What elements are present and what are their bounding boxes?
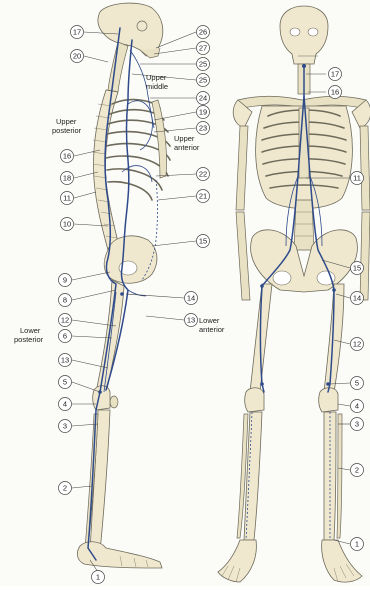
svg-text:16: 16 <box>63 152 71 161</box>
callout-26: 26 <box>197 26 210 39</box>
svg-text:19: 19 <box>199 108 207 117</box>
anterior-skeleton <box>218 6 370 582</box>
callout-9: 9 <box>59 274 72 287</box>
callout-4-anterior: 4 <box>351 400 364 413</box>
label-upper-posterior-line1: Upper <box>56 117 77 126</box>
label-lower-anterior-line1: Lower <box>199 316 220 325</box>
svg-text:5: 5 <box>355 379 359 388</box>
callout-24: 24 <box>197 92 210 105</box>
label-upper-middle-line1: Upper <box>146 73 167 82</box>
callout-27: 27 <box>197 42 210 55</box>
callout-25-a: 25 <box>197 58 210 71</box>
callout-23: 23 <box>197 122 210 135</box>
svg-text:25: 25 <box>199 60 207 69</box>
callout-3-lateral: 3 <box>59 420 72 433</box>
svg-text:4: 4 <box>355 402 359 411</box>
callout-4-lateral: 4 <box>59 398 72 411</box>
callout-16-lateral: 16 <box>61 150 74 163</box>
label-lower-posterior-line2: posterior <box>14 335 44 344</box>
callout-25-b: 25 <box>197 74 210 87</box>
callout-20: 20 <box>71 50 84 63</box>
svg-text:26: 26 <box>199 28 207 37</box>
svg-text:4: 4 <box>63 400 67 409</box>
callout-22: 22 <box>197 168 210 181</box>
callout-12-anterior: 12 <box>351 338 364 351</box>
callout-2-lateral: 2 <box>59 482 72 495</box>
callout-13-a: 13 <box>185 314 198 327</box>
callout-14-lateral: 14 <box>185 292 198 305</box>
svg-text:14: 14 <box>187 294 195 303</box>
svg-text:3: 3 <box>355 420 359 429</box>
svg-text:6: 6 <box>63 332 67 341</box>
callout-14-anterior: 14 <box>351 292 364 305</box>
svg-text:8: 8 <box>63 296 67 305</box>
callout-15-lateral: 15 <box>197 235 210 248</box>
label-upper-anterior-line2: anterior <box>174 143 200 152</box>
svg-text:11: 11 <box>63 194 71 203</box>
label-upper-middle-line2: middle <box>146 82 168 91</box>
callout-12-lateral: 12 <box>59 314 72 327</box>
svg-text:9: 9 <box>63 276 67 285</box>
callout-1-lateral: 1 <box>92 571 105 584</box>
callout-5-anterior: 5 <box>351 377 364 390</box>
svg-text:13: 13 <box>61 356 69 365</box>
callout-2-anterior: 2 <box>351 464 364 477</box>
callout-11-lateral: 11 <box>61 192 74 205</box>
callout-18: 18 <box>61 172 74 185</box>
label-upper-posterior-line2: posterior <box>52 126 82 135</box>
svg-text:16: 16 <box>331 88 339 97</box>
svg-text:18: 18 <box>63 174 71 183</box>
svg-text:2: 2 <box>63 484 67 493</box>
callout-17-lateral: 17 <box>71 26 84 39</box>
label-upper-anterior-line1: Upper <box>174 134 195 143</box>
svg-text:23: 23 <box>199 124 207 133</box>
callout-10: 10 <box>61 218 74 231</box>
callout-19: 19 <box>197 106 210 119</box>
svg-text:17: 17 <box>73 28 81 37</box>
svg-text:2: 2 <box>355 466 359 475</box>
label-lower-anterior-line2: anterior <box>199 325 225 334</box>
svg-text:21: 21 <box>199 192 207 201</box>
callout-17-anterior: 17 <box>329 68 342 81</box>
callout-3-anterior: 3 <box>351 418 364 431</box>
svg-text:10: 10 <box>63 220 71 229</box>
callout-6: 6 <box>59 330 72 343</box>
svg-text:5: 5 <box>63 378 67 387</box>
svg-text:15: 15 <box>353 264 361 273</box>
svg-text:25: 25 <box>199 76 207 85</box>
callout-15-anterior: 15 <box>351 262 364 275</box>
svg-text:20: 20 <box>73 52 81 61</box>
svg-text:3: 3 <box>63 422 67 431</box>
callout-16-anterior: 16 <box>329 86 342 99</box>
svg-text:1: 1 <box>355 540 359 549</box>
svg-text:22: 22 <box>199 170 207 179</box>
svg-text:11: 11 <box>353 174 361 183</box>
callout-5-lateral: 5 <box>59 376 72 389</box>
svg-text:24: 24 <box>199 94 207 103</box>
callout-13-b: 13 <box>59 354 72 367</box>
svg-text:13: 13 <box>187 316 195 325</box>
svg-text:14: 14 <box>353 294 361 303</box>
callout-21: 21 <box>197 190 210 203</box>
callout-8: 8 <box>59 294 72 307</box>
svg-text:27: 27 <box>199 44 207 53</box>
svg-text:15: 15 <box>199 237 207 246</box>
label-lower-posterior-line1: Lower <box>20 326 41 335</box>
callout-11-anterior: 11 <box>351 172 364 185</box>
callout-1-anterior: 1 <box>351 538 364 551</box>
svg-text:12: 12 <box>353 340 361 349</box>
svg-text:12: 12 <box>61 316 69 325</box>
svg-text:1: 1 <box>96 573 100 582</box>
svg-text:17: 17 <box>331 70 339 79</box>
